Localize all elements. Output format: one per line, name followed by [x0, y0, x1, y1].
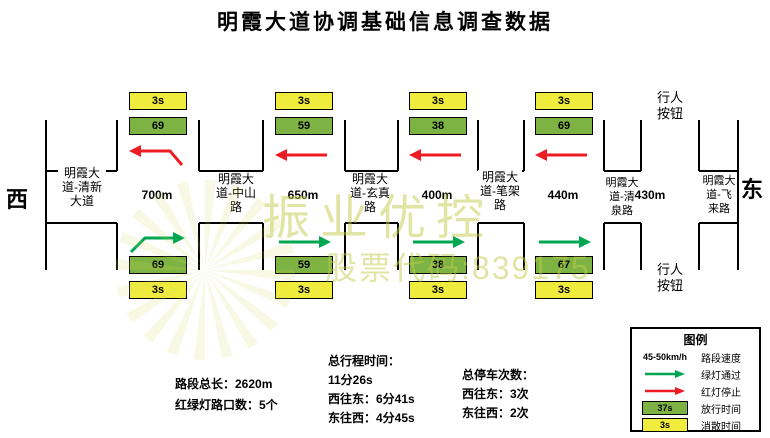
compass-west-label: 西	[6, 187, 29, 212]
red-arrow-icon	[645, 387, 685, 395]
compass-east-label: 东	[741, 177, 764, 202]
intersection-label-2: 明霞大道-中山路	[212, 172, 260, 214]
red-left-arrow-icon	[535, 149, 587, 161]
release-time-box: 67	[535, 256, 593, 274]
travel-time-east-to-west: 东往西：4分45s	[328, 411, 415, 425]
legend-title: 图例	[683, 333, 708, 347]
travel-time-west-to-east: 西往东：6分41s	[328, 392, 415, 406]
segment-distance-4: 440m	[547, 188, 579, 202]
legend-row-green-pass: 绿灯通过	[632, 366, 759, 382]
legend-release-time-label: 放行时间	[701, 404, 741, 416]
pedestrian-button-label-bottom: 行人按钮	[656, 262, 683, 293]
red-left-bent-arrow-icon	[129, 145, 184, 166]
release-time-box: 69	[129, 256, 187, 274]
red-left-arrow-icon	[409, 149, 461, 161]
release-time-box: 38	[409, 256, 467, 274]
segment-distance-3: 400m	[421, 188, 453, 202]
legend-green-pass-label: 绿灯通过	[701, 370, 741, 382]
clearance-time-box: 3s	[129, 281, 187, 299]
release-time-box: 38	[409, 117, 467, 135]
release-time-box: 59	[275, 117, 333, 135]
release-time-box: 59	[275, 256, 333, 274]
clearance-time-box: 3s	[535, 281, 593, 299]
segment-distance-5: 430m	[634, 188, 666, 202]
intersection-label-6: 明霞大道-飞来路	[701, 174, 737, 216]
segment-distance-2: 650m	[287, 188, 319, 202]
legend-speed-label: 路段速度	[701, 353, 741, 365]
green-right-arrow-icon	[413, 236, 465, 248]
release-time-box: 69	[129, 117, 187, 135]
clearance-time-box: 3s	[409, 92, 467, 110]
page-title: 明霞大道协调基础信息调查数据	[217, 11, 553, 34]
pedestrian-button-label-top: 行人按钮	[656, 90, 683, 121]
stop-count-west-to-east: 西往东：3次	[462, 387, 529, 401]
travel-time-title: 总行程时间：	[328, 354, 401, 368]
legend-clearance-time-label: 消散时间	[701, 421, 741, 433]
stop-count-title: 总停车次数：	[462, 368, 535, 382]
travel-time-total: 11分26s	[328, 373, 373, 387]
legend-row-speed: 45-50km/h 路段速度	[632, 349, 759, 365]
green-right-arrow-icon	[279, 236, 331, 248]
legend-release-time-box: 37s	[642, 401, 688, 415]
signal-count-text: 红绿灯路口数：5个	[175, 398, 278, 412]
segment-stats: 路段总长：2620m 红绿灯路口数：5个	[175, 374, 278, 416]
green-right-arrow-icon	[539, 236, 591, 248]
clearance-time-box: 3s	[409, 281, 467, 299]
green-arrow-icon	[645, 370, 685, 378]
legend-row-red-stop: 红灯停止	[632, 383, 759, 399]
legend-row-clearance-time: 3s 消散时间	[632, 417, 759, 433]
red-left-arrow-icon	[275, 149, 327, 161]
release-time-box: 69	[535, 117, 593, 135]
legend-red-stop-label: 红灯停止	[701, 387, 741, 399]
intersection-label-4: 明霞大道-笔架路	[478, 170, 522, 212]
intersection-label-1: 明霞大道-清新大道	[58, 166, 106, 208]
clearance-time-box: 3s	[129, 92, 187, 110]
legend: 图例 45-50km/h 路段速度 绿灯通过 红灯停止	[630, 327, 761, 433]
clearance-time-box: 3s	[535, 92, 593, 110]
legend-speed-value: 45-50km/h	[642, 352, 688, 362]
stop-count-stats: 总停车次数： 西往东：3次 东往西：2次	[462, 366, 534, 423]
travel-time-stats: 总行程时间： 11分26s 西往东：6分41s 东往西：4分45s	[328, 352, 415, 428]
legend-row-release-time: 37s 放行时间	[632, 400, 759, 416]
intersection-label-5: 明霞大道-清泉路	[604, 176, 640, 218]
clearance-time-box: 3s	[275, 92, 333, 110]
segment-length-text: 路段总长：2620m	[175, 377, 273, 391]
green-right-bent-arrow-icon	[129, 232, 185, 254]
legend-clearance-time-box: 3s	[642, 418, 688, 432]
intersection-label-3: 明霞大道-玄真路	[346, 172, 394, 214]
clearance-time-box: 3s	[275, 281, 333, 299]
segment-distance-1: 700m	[141, 188, 173, 202]
stop-count-east-to-west: 东往西：2次	[462, 406, 529, 420]
